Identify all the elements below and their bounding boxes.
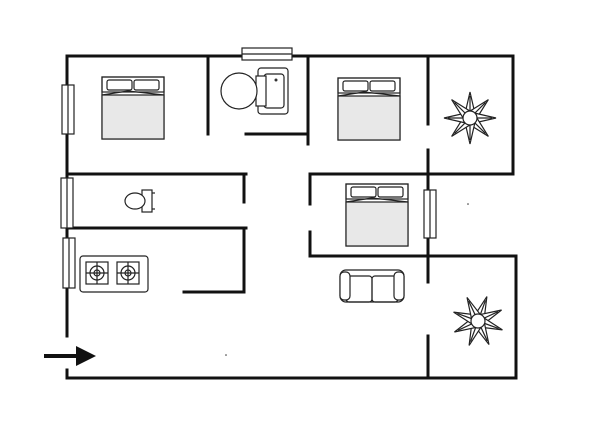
entrance-arrow-icon (44, 346, 96, 366)
windows (60, 47, 437, 289)
bedroom-3-bed (345, 183, 409, 247)
living-room-sofa (339, 269, 405, 303)
window-left-bath (60, 177, 74, 229)
balcony-upper-plant (443, 91, 497, 145)
window-left-bedroom (61, 84, 75, 135)
window-top (241, 47, 293, 61)
walls (65, 54, 518, 380)
burner-left (85, 261, 109, 285)
bedroom-1-bed (101, 76, 165, 140)
bedroom-2-bed (337, 77, 401, 141)
bathroom-toilet (220, 72, 267, 110)
corridor-toilet (124, 189, 155, 213)
balcony-lower-plant (450, 293, 506, 349)
burner-right (116, 261, 140, 285)
marker-dot (467, 203, 469, 205)
window-bedroom3 (423, 189, 437, 239)
window-left-kitchen (62, 237, 76, 289)
kitchen-stove (79, 255, 149, 293)
marker-dot (225, 354, 227, 356)
